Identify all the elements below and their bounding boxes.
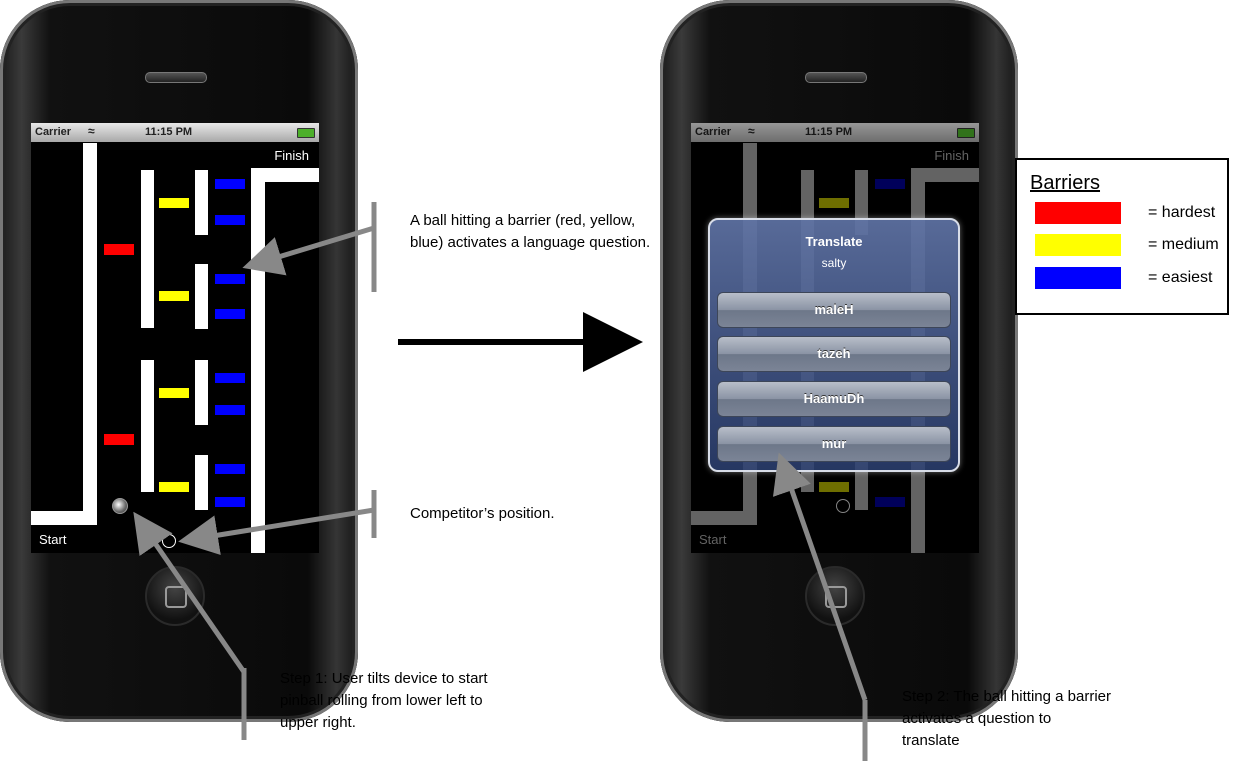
home-square-icon [825, 586, 847, 608]
barrier-red [104, 244, 134, 255]
maze-wall [691, 511, 757, 525]
legend-label: = medium [1148, 236, 1219, 253]
battery-icon [957, 128, 975, 138]
barrier-blue [215, 309, 245, 319]
wifi-icon: ≈ [88, 124, 95, 138]
barrier-yellow [159, 291, 189, 301]
barrier-blue [215, 373, 245, 383]
game-screen[interactable]: Carrier ≈ 11:15 PM Finish Start Translat… [691, 123, 979, 553]
competitor-marker [836, 499, 850, 513]
barrier-blue [875, 497, 905, 507]
status-bar: Carrier ≈ 11:15 PM [691, 123, 979, 142]
barrier-yellow [819, 198, 849, 208]
maze-wall [195, 170, 208, 235]
answer-option-button[interactable]: tazeh [717, 336, 951, 372]
maze-wall [195, 264, 208, 329]
barrier-blue [215, 405, 245, 415]
maze-wall [31, 511, 97, 525]
answer-option-button[interactable]: maleH [717, 292, 951, 328]
legend-label: = hardest [1148, 204, 1216, 221]
barrier-arrow [242, 225, 375, 276]
translate-dialog: Translate salty maleH tazeh HaamuDh mur [708, 218, 960, 472]
legend-swatch-blue [1035, 267, 1121, 289]
dialog-word: salty [821, 256, 847, 270]
battery-icon [297, 128, 315, 138]
barrier-blue [875, 179, 905, 189]
wifi-icon: ≈ [748, 124, 755, 138]
step2-arrow [772, 452, 868, 701]
home-square-icon [165, 586, 187, 608]
status-time: 11:15 PM [145, 126, 193, 138]
barrier-yellow [819, 482, 849, 492]
step1-note: Step 1: User tilts device to start pinba… [280, 670, 488, 731]
start-label: Start [39, 532, 67, 547]
barrier-blue [215, 215, 245, 225]
step1-arrow [133, 511, 247, 674]
barrier-note: A ball hitting a barrier (red, yellow, b… [410, 212, 651, 251]
legend-title: Barriers [1030, 172, 1101, 194]
barrier-blue [215, 274, 245, 284]
legend-swatch-red [1035, 202, 1121, 224]
finish-label: Finish [934, 148, 969, 163]
dialog-title: Translate [805, 234, 863, 249]
answer-option-button[interactable]: HaamuDh [717, 381, 951, 417]
competitor-note: Competitor’s position. [410, 505, 555, 522]
status-time: 11:15 PM [805, 126, 853, 138]
competitor-arrow [178, 507, 375, 555]
maze-wall [141, 170, 154, 328]
game-screen[interactable]: Carrier ≈ 11:15 PM Finish Start [31, 123, 319, 553]
carrier-label: Carrier [35, 126, 72, 138]
phone-right: Carrier ≈ 11:15 PM Finish Start Translat… [660, 0, 1018, 722]
earpiece-speaker [145, 72, 207, 83]
phone-left: Carrier ≈ 11:15 PM Finish Start [0, 0, 358, 722]
barrier-yellow [159, 198, 189, 208]
barrier-blue [215, 464, 245, 474]
finish-label: Finish [274, 148, 309, 163]
barrier-red [104, 434, 134, 445]
earpiece-speaker [805, 72, 867, 83]
answer-option-button[interactable]: mur [717, 426, 951, 462]
legend-swatch-yellow [1035, 234, 1121, 256]
step2-note: Step 2: The ball hitting a barrier activ… [902, 688, 1112, 749]
maze-wall [251, 168, 319, 182]
pinball [112, 498, 128, 514]
maze-wall [195, 360, 208, 425]
status-bar: Carrier ≈ 11:15 PM [31, 123, 319, 142]
start-label: Start [699, 532, 727, 547]
maze-wall [83, 143, 97, 525]
legend-label: = easiest [1148, 269, 1213, 286]
barrier-blue [215, 497, 245, 507]
maze-wall [911, 168, 979, 182]
barrier-yellow [159, 482, 189, 492]
carrier-label: Carrier [695, 126, 732, 138]
barrier-blue [215, 179, 245, 189]
maze-wall [141, 360, 154, 492]
maze-wall [195, 455, 208, 510]
barriers-legend: Barriers = hardest = medium = easiest [1015, 158, 1229, 315]
barrier-yellow [159, 388, 189, 398]
